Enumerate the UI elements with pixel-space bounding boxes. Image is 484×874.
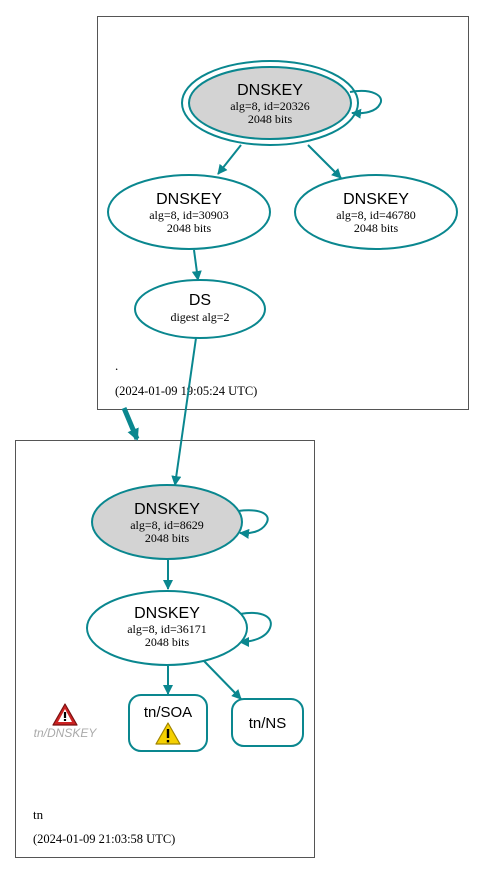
node-root-ksk[interactable]: DNSKEY alg=8, id=20326 2048 bits <box>181 60 359 146</box>
node-tn-soa[interactable]: tn/SOA <box>128 694 208 752</box>
node-root-zsk2[interactable]: DNSKEY alg=8, id=46780 2048 bits <box>294 174 458 250</box>
node-root-ksk-shape <box>188 66 352 140</box>
node-tn-ksk-title: DNSKEY <box>134 501 200 518</box>
node-root-ksk-outer-ring <box>181 60 359 146</box>
node-tn-zsk-shape <box>86 590 248 666</box>
edge-root-ksk-zsk2 <box>307 144 342 179</box>
zone-tn-name: tn <box>33 807 44 822</box>
node-tn-soa-title: tn/SOA <box>144 704 192 721</box>
node-root-zsk1[interactable]: DNSKEY alg=8, id=30903 2048 bits <box>107 174 271 250</box>
zone-root-border <box>97 16 469 410</box>
node-root-zsk1-shape <box>107 174 271 250</box>
node-tn-ksk-shape <box>91 484 243 560</box>
node-tn-ksk[interactable]: DNSKEY alg=8, id=8629 2048 bits <box>91 484 243 560</box>
node-root-zsk2-title: DNSKEY <box>343 191 409 208</box>
zone-root: . (2024-01-09 19:05:24 UTC) <box>97 16 469 410</box>
node-root-zsk2-line1: alg=8, id=46780 <box>336 208 416 222</box>
node-tn-zsk[interactable]: DNSKEY alg=8, id=36171 2048 bits <box>86 590 248 666</box>
node-root-zsk2-line2: 2048 bits <box>354 221 399 235</box>
node-root-zsk2-shape <box>294 174 458 250</box>
node-tn-zsk-line2: 2048 bits <box>145 635 190 649</box>
node-root-ds[interactable]: DS digest alg=2 <box>134 279 266 339</box>
warning-icon <box>155 722 181 745</box>
node-root-ksk-title: DNSKEY <box>237 82 303 99</box>
node-tn-ns-title: tn/NS <box>249 715 287 732</box>
node-root-zsk1-line2: 2048 bits <box>167 221 212 235</box>
node-tn-ns-shape <box>231 698 304 747</box>
node-tn-dnskey-error[interactable]: tn/DNSKEY <box>34 703 98 740</box>
node-root-ds-title: DS <box>189 292 211 309</box>
error-icon <box>52 703 78 726</box>
edge-root-zsk1-ds <box>191 249 202 281</box>
zone-tn-border <box>15 440 315 858</box>
edge-tn-zsk-ns <box>203 660 242 700</box>
edge-delegation <box>121 407 140 441</box>
node-tn-ksk-line2: 2048 bits <box>145 531 190 545</box>
zone-tn-timestamp: (2024-01-09 21:03:58 UTC) <box>33 832 175 846</box>
edge-ds-tn-ksk <box>171 337 197 486</box>
node-root-ksk-line2: 2048 bits <box>248 112 293 126</box>
zone-tn: tn (2024-01-09 21:03:58 UTC) <box>15 440 315 858</box>
node-root-ds-shape <box>134 279 266 339</box>
edge-tn-zsk-self <box>239 612 272 647</box>
zone-root-name: . <box>115 358 118 373</box>
node-tn-zsk-title: DNSKEY <box>134 605 200 622</box>
node-root-zsk1-line1: alg=8, id=30903 <box>149 208 229 222</box>
node-tn-ns[interactable]: tn/NS <box>231 698 304 747</box>
node-tn-ksk-line1: alg=8, id=8629 <box>130 518 204 532</box>
edge-tn-ksk-self <box>237 509 269 539</box>
zone-root-timestamp: (2024-01-09 19:05:24 UTC) <box>115 384 257 398</box>
edges <box>121 90 383 700</box>
edge-root-ksk-zsk1 <box>217 144 242 175</box>
node-root-ds-line1: digest alg=2 <box>170 310 229 324</box>
node-tn-dnskey-error-label: tn/DNSKEY <box>34 726 98 740</box>
node-root-zsk1-title: DNSKEY <box>156 191 222 208</box>
edge-root-ksk-self <box>349 90 383 119</box>
node-tn-zsk-line1: alg=8, id=36171 <box>127 622 207 636</box>
node-root-ksk-line1: alg=8, id=20326 <box>230 99 310 113</box>
